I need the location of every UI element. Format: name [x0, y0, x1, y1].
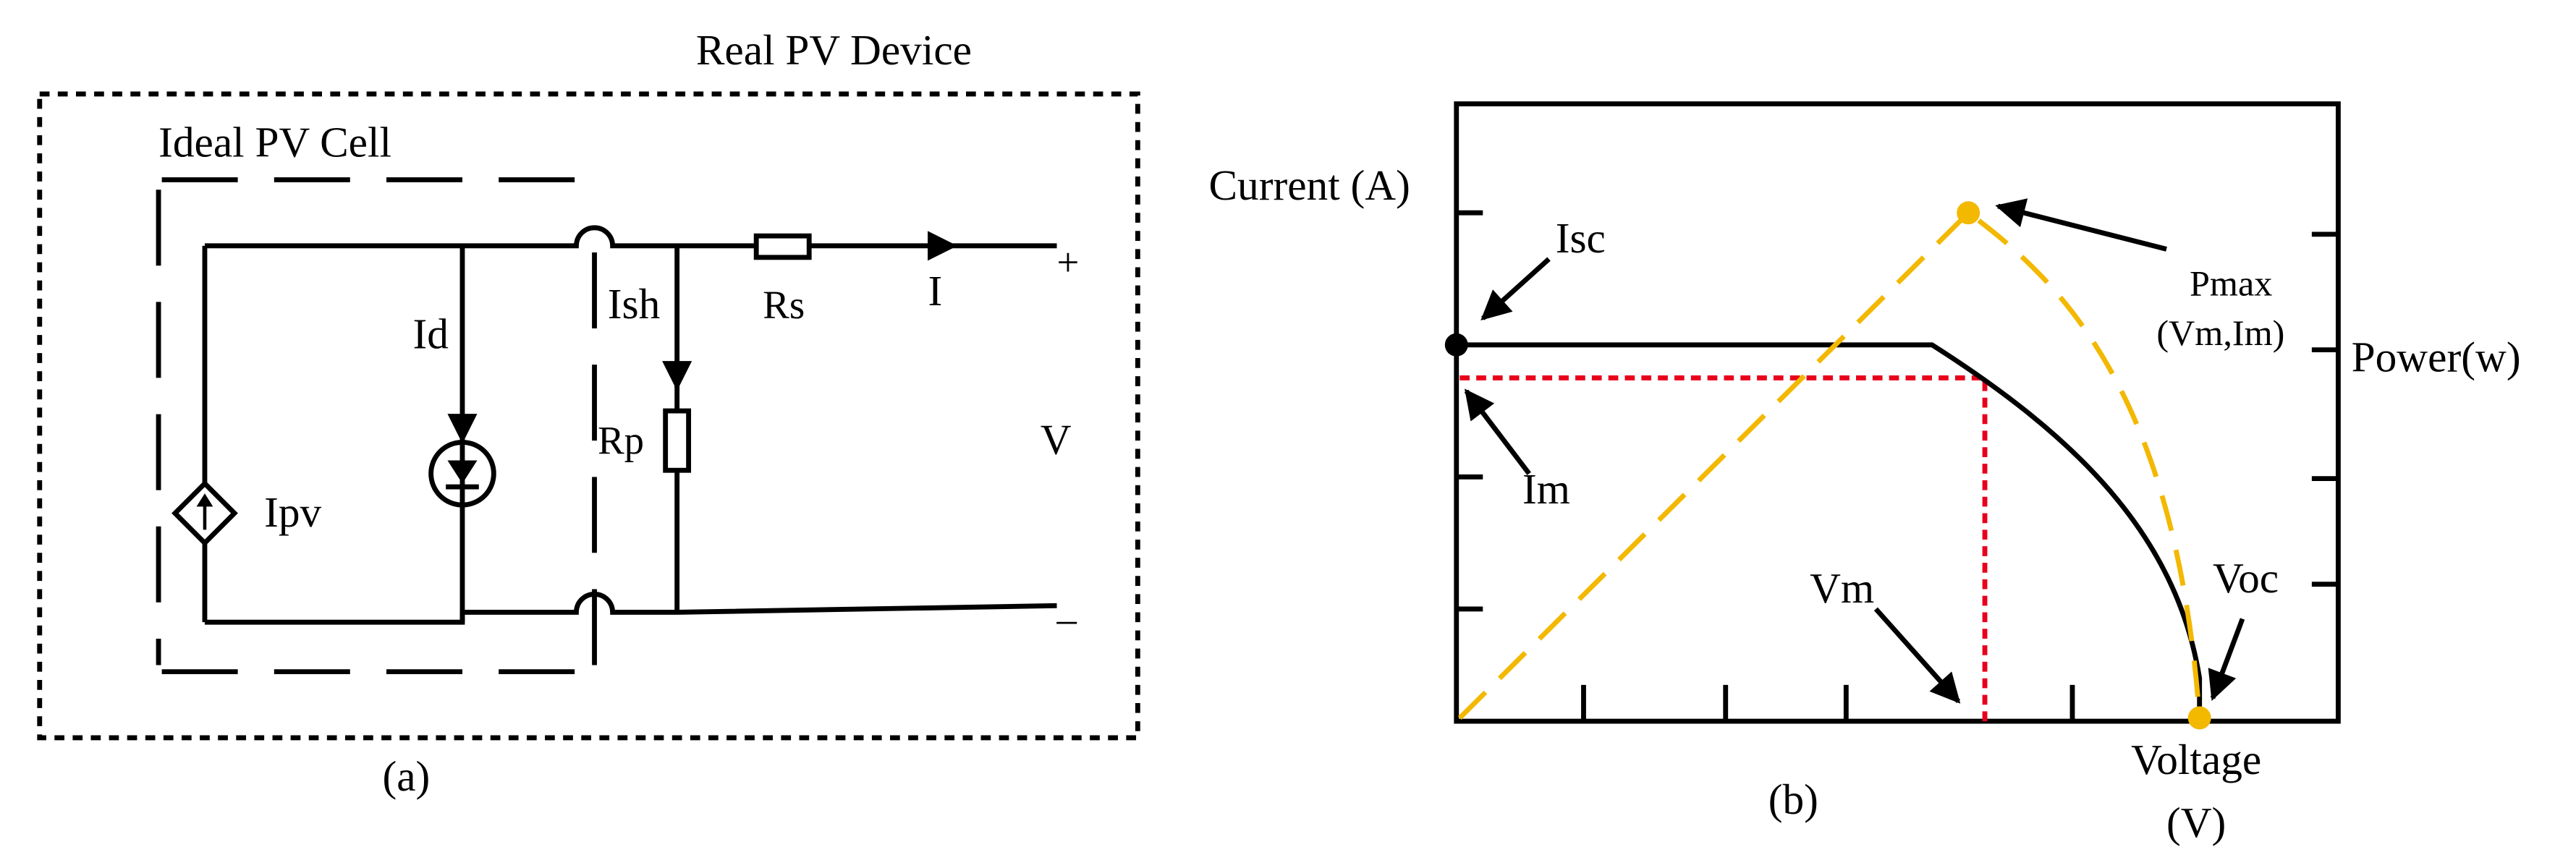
pmax-arrow: [1995, 198, 2167, 252]
label-isc: Isc: [1556, 214, 1606, 262]
im-arrow: [1464, 388, 1531, 475]
pv-curve: [1457, 209, 2203, 720]
label-voltage-unit: (V): [2166, 799, 2226, 846]
panel-b-curves: Current (A) Isc Pmax (Vm,Im) Power(w) Im…: [1208, 101, 2521, 846]
isc-arrow: [1480, 257, 1551, 321]
label-im: Im: [1522, 465, 1570, 513]
panel-a-circuit: Real PV Device Ideal PV Cell: [37, 26, 1140, 800]
label-vmim: (Vm,Im): [2156, 312, 2284, 353]
top-wire: [204, 225, 757, 249]
label-plus: +: [1057, 240, 1080, 284]
voc-point: [2187, 706, 2211, 730]
ideal-cell-title: Ideal PV Cell: [158, 119, 391, 166]
caption-a: (a): [382, 752, 430, 800]
shunt-resistor: [663, 408, 692, 473]
series-resistor: [753, 233, 812, 260]
label-voc: Voc: [2213, 554, 2279, 602]
bottom-wire: [204, 592, 1057, 625]
mpp-guide-lines: [1459, 375, 1988, 725]
real-device-title: Real PV Device: [696, 26, 972, 74]
label-current-axis: Current (A): [1208, 161, 1410, 209]
label-output-current: I: [928, 267, 943, 315]
isc-point: [1444, 333, 1468, 357]
label-minus: –: [1056, 597, 1077, 641]
diode-icon: [428, 439, 496, 508]
ideal-cell-boundary: [156, 177, 597, 682]
label-rs: Rs: [763, 283, 805, 327]
label-ipv: Ipv: [264, 488, 321, 536]
iv-curve: [1456, 342, 2203, 718]
axis-ticks: [1456, 210, 2339, 722]
vm-arrow: [1873, 607, 1961, 704]
voc-arrow: [2208, 618, 2245, 701]
pmax-point: [1957, 201, 1980, 225]
real-device-boundary: [37, 91, 1140, 741]
label-voltage-axis: Voltage: [2131, 736, 2261, 783]
label-ish: Ish: [608, 280, 661, 328]
plot-frame: [1454, 101, 2341, 724]
label-pmax: Pmax: [2190, 263, 2272, 303]
caption-b: (b): [1768, 775, 1818, 823]
label-vm: Vm: [1810, 564, 1874, 612]
label-voltage: V: [1041, 415, 1072, 463]
label-power-axis: Power(w): [2352, 333, 2521, 380]
label-rp: Rp: [598, 418, 644, 462]
current-source-icon: [171, 480, 238, 547]
label-id: Id: [413, 310, 449, 357]
